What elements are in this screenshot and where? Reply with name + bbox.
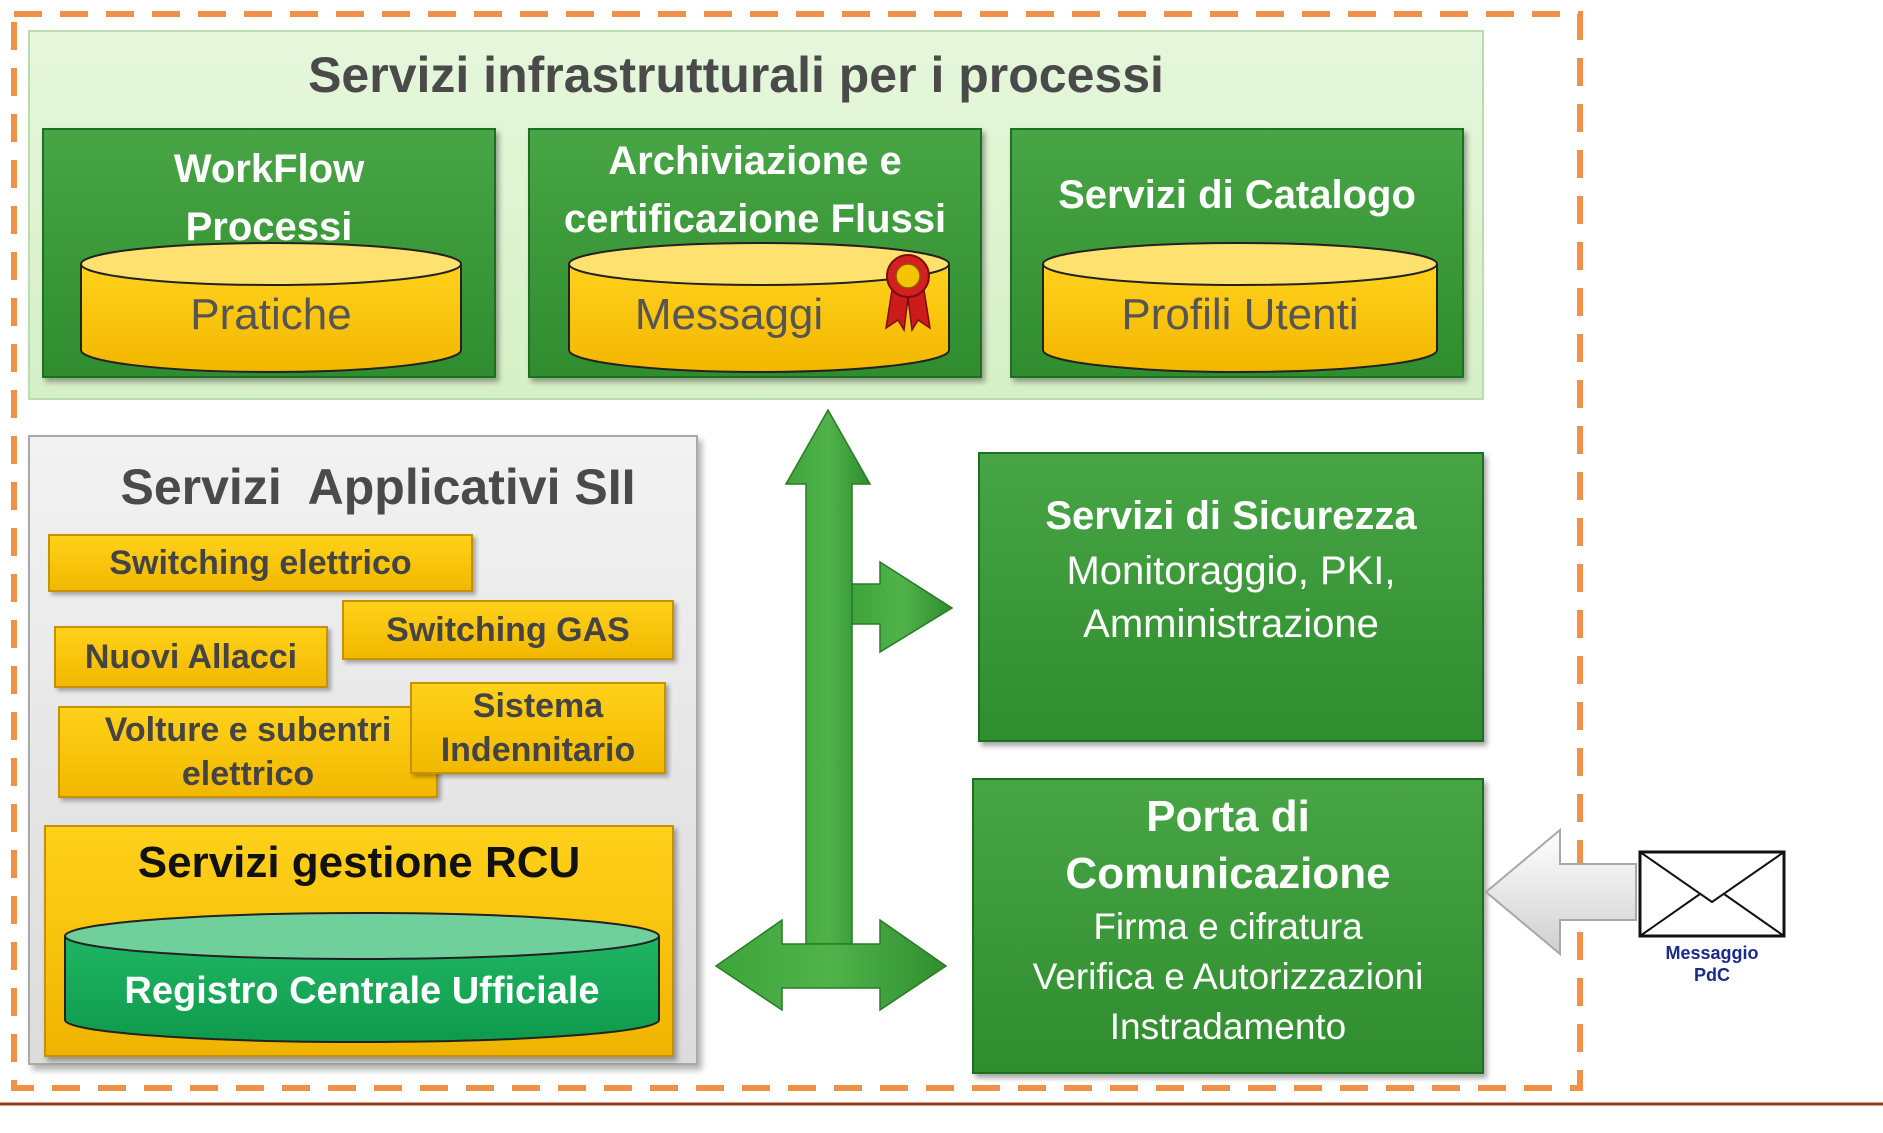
porta-line3: Instradamento <box>1109 1006 1347 1047</box>
sicurezza-line1: Monitoraggio, PKI, <box>1066 549 1396 593</box>
porta-text: Porta di Comunicazione Firma e cifratura… <box>972 788 1484 1052</box>
porta-line2: Verifica e Autorizzazioni <box>1032 956 1424 997</box>
certification-ribbon-icon <box>884 254 932 333</box>
archiviazione-title: Archiviazione e certificazione Flussi <box>528 132 982 248</box>
sistema-indennitario-tag: Sistema Indennitario <box>410 682 666 774</box>
sicurezza-branch-arrow <box>851 560 954 654</box>
sicurezza-title: Servizi di Sicurezza <box>1045 494 1417 538</box>
porta-title-line2: Comunicazione <box>1065 849 1391 898</box>
archiviazione-title-line1: Archiviazione e <box>608 139 902 183</box>
messaggi-label: Messaggi <box>634 290 824 339</box>
messaggio-label-line2: PdC <box>1694 965 1730 985</box>
volture-tag: Volture e subentri elettrico <box>58 706 438 798</box>
messaggio-pdc-label: Messaggio PdC <box>1622 942 1802 986</box>
porta-box <box>972 778 1484 1074</box>
sicurezza-text: Servizi di Sicurezza Monitoraggio, PKI, … <box>978 488 1484 650</box>
registro-label: Registro Centrale Ufficiale <box>124 970 600 1012</box>
nuovi-allacci-tag: Nuovi Allacci <box>54 626 328 688</box>
messaggi-database-icon <box>568 242 950 373</box>
profili-label: Profili Utenti <box>1121 290 1359 339</box>
incoming-message-arrow <box>1484 827 1637 957</box>
sistema-line2: Indennitario <box>440 731 636 769</box>
envelope-icon <box>1638 850 1786 938</box>
sicurezza-line2: Amministrazione <box>1083 602 1379 646</box>
sicurezza-box <box>978 452 1484 742</box>
volture-line1: Volture e subentri <box>104 711 392 749</box>
sistema-line1: Sistema <box>472 687 604 725</box>
switching-elettrico-tag: Switching elettrico <box>48 534 473 592</box>
catalogo-title: Servizi di Catalogo <box>1058 173 1416 217</box>
applicativi-title: Servizi Applicativi SII <box>120 459 636 515</box>
horizontal-double-arrow <box>714 918 948 1012</box>
workflow-title-line1: WorkFlow <box>173 147 365 191</box>
archiviazione-title-line2: certificazione Flussi <box>563 197 947 241</box>
porta-line1: Firma e cifratura <box>1093 906 1363 947</box>
vertical-arrow <box>784 408 872 945</box>
porta-title-line1: Porta di <box>1146 792 1310 841</box>
switching-gas-tag: Switching GAS <box>342 600 674 660</box>
pratiche-database-icon <box>80 242 462 373</box>
registro-database-icon <box>64 912 660 1043</box>
profili-database-icon <box>1042 242 1438 373</box>
workflow-title-line2: Processi <box>185 205 353 249</box>
rcu-title: Servizi gestione RCU <box>137 838 581 887</box>
connector-arrows <box>714 408 954 1012</box>
infrastructure-title: Servizi infrastrutturali per i processi <box>308 47 1164 103</box>
messaggio-label-line1: Messaggio <box>1665 943 1759 963</box>
volture-line2: elettrico <box>181 755 315 793</box>
pratiche-label: Pratiche <box>190 290 352 339</box>
workflow-title: WorkFlow Processi <box>42 140 496 256</box>
dashed-border <box>11 11 1583 1091</box>
